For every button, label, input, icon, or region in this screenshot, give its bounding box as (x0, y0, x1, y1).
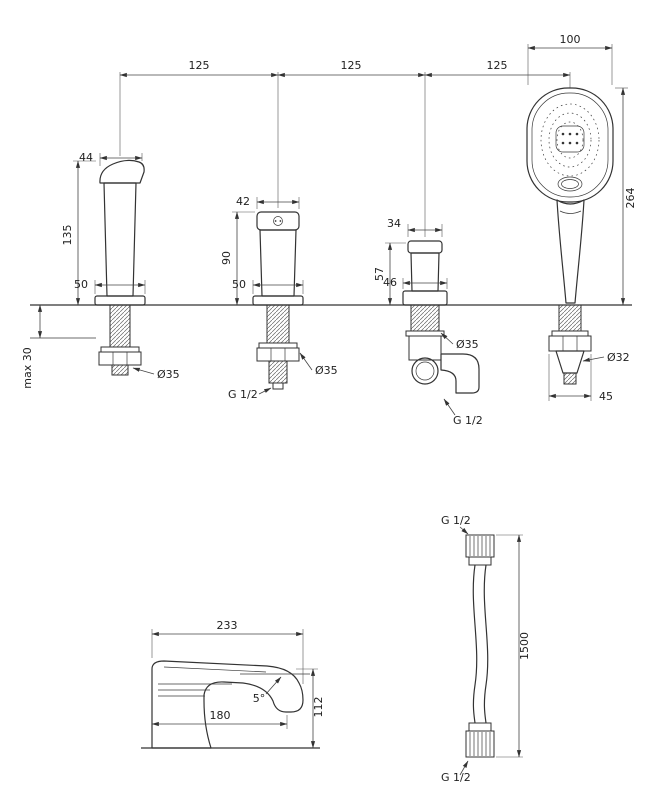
label-hose-thread-bottom: G 1/2 (441, 771, 471, 784)
dim-valve-top-width: 42 (236, 195, 250, 208)
dim-spout-reach-bottom: 180 (210, 709, 231, 722)
dim-handshower-height: 264 (624, 188, 637, 209)
spout-fixture: 44 135 50 Ø35 (61, 151, 180, 381)
label-diverter-shank-dia: Ø35 (456, 338, 479, 351)
diverter-fixture: 34 57 46 Ø35 G 1/2 (373, 217, 483, 427)
dim-spacing-3: 125 (487, 59, 508, 72)
dim-hose-length: 1500 (518, 632, 531, 660)
dim-holder-width: 45 (599, 390, 613, 403)
valve-fixture: 42 90 50 Ø35 G 1/2 (220, 195, 338, 401)
dim-valve-height: 90 (220, 251, 233, 265)
label-valve-shank-dia: Ø35 (315, 364, 338, 377)
dim-spout-reach: 233 (217, 619, 238, 632)
dim-diverter-base-width: 46 (383, 276, 397, 289)
dimension-chain-centers: 125 125 125 (119, 59, 571, 237)
dim-spout-top-width: 44 (79, 151, 93, 164)
dim-spout-profile-height: 112 (312, 697, 325, 718)
dim-spout-base-width: 50 (74, 278, 88, 291)
dim-diverter-top-width: 34 (387, 217, 401, 230)
dim-spacing-1: 125 (189, 59, 210, 72)
label-hose-thread-top: G 1/2 (441, 514, 471, 527)
dim-diverter-height: 57 (373, 267, 386, 281)
shower-hose-view: G 1/2 1500 G 1/2 (441, 514, 531, 784)
label-holder-dia: Ø32 (607, 351, 630, 364)
label-valve-thread: G 1/2 (228, 388, 258, 401)
dim-spout-height: 135 (61, 225, 74, 246)
spout-side-view: 233 180 5° 112 (141, 619, 325, 749)
handshower-fixture: 100 264 Ø32 45 (526, 33, 637, 403)
dim-head-width: 100 (560, 33, 581, 46)
label-diverter-outlet-thread: G 1/2 (453, 414, 483, 427)
dim-deck-max-thickness: max 30 (21, 347, 34, 388)
label-spout-shank-dia: Ø35 (157, 368, 180, 381)
dim-spacing-2: 125 (341, 59, 362, 72)
dim-valve-base-width: 50 (232, 278, 246, 291)
label-spout-angle: 5° (253, 692, 266, 705)
